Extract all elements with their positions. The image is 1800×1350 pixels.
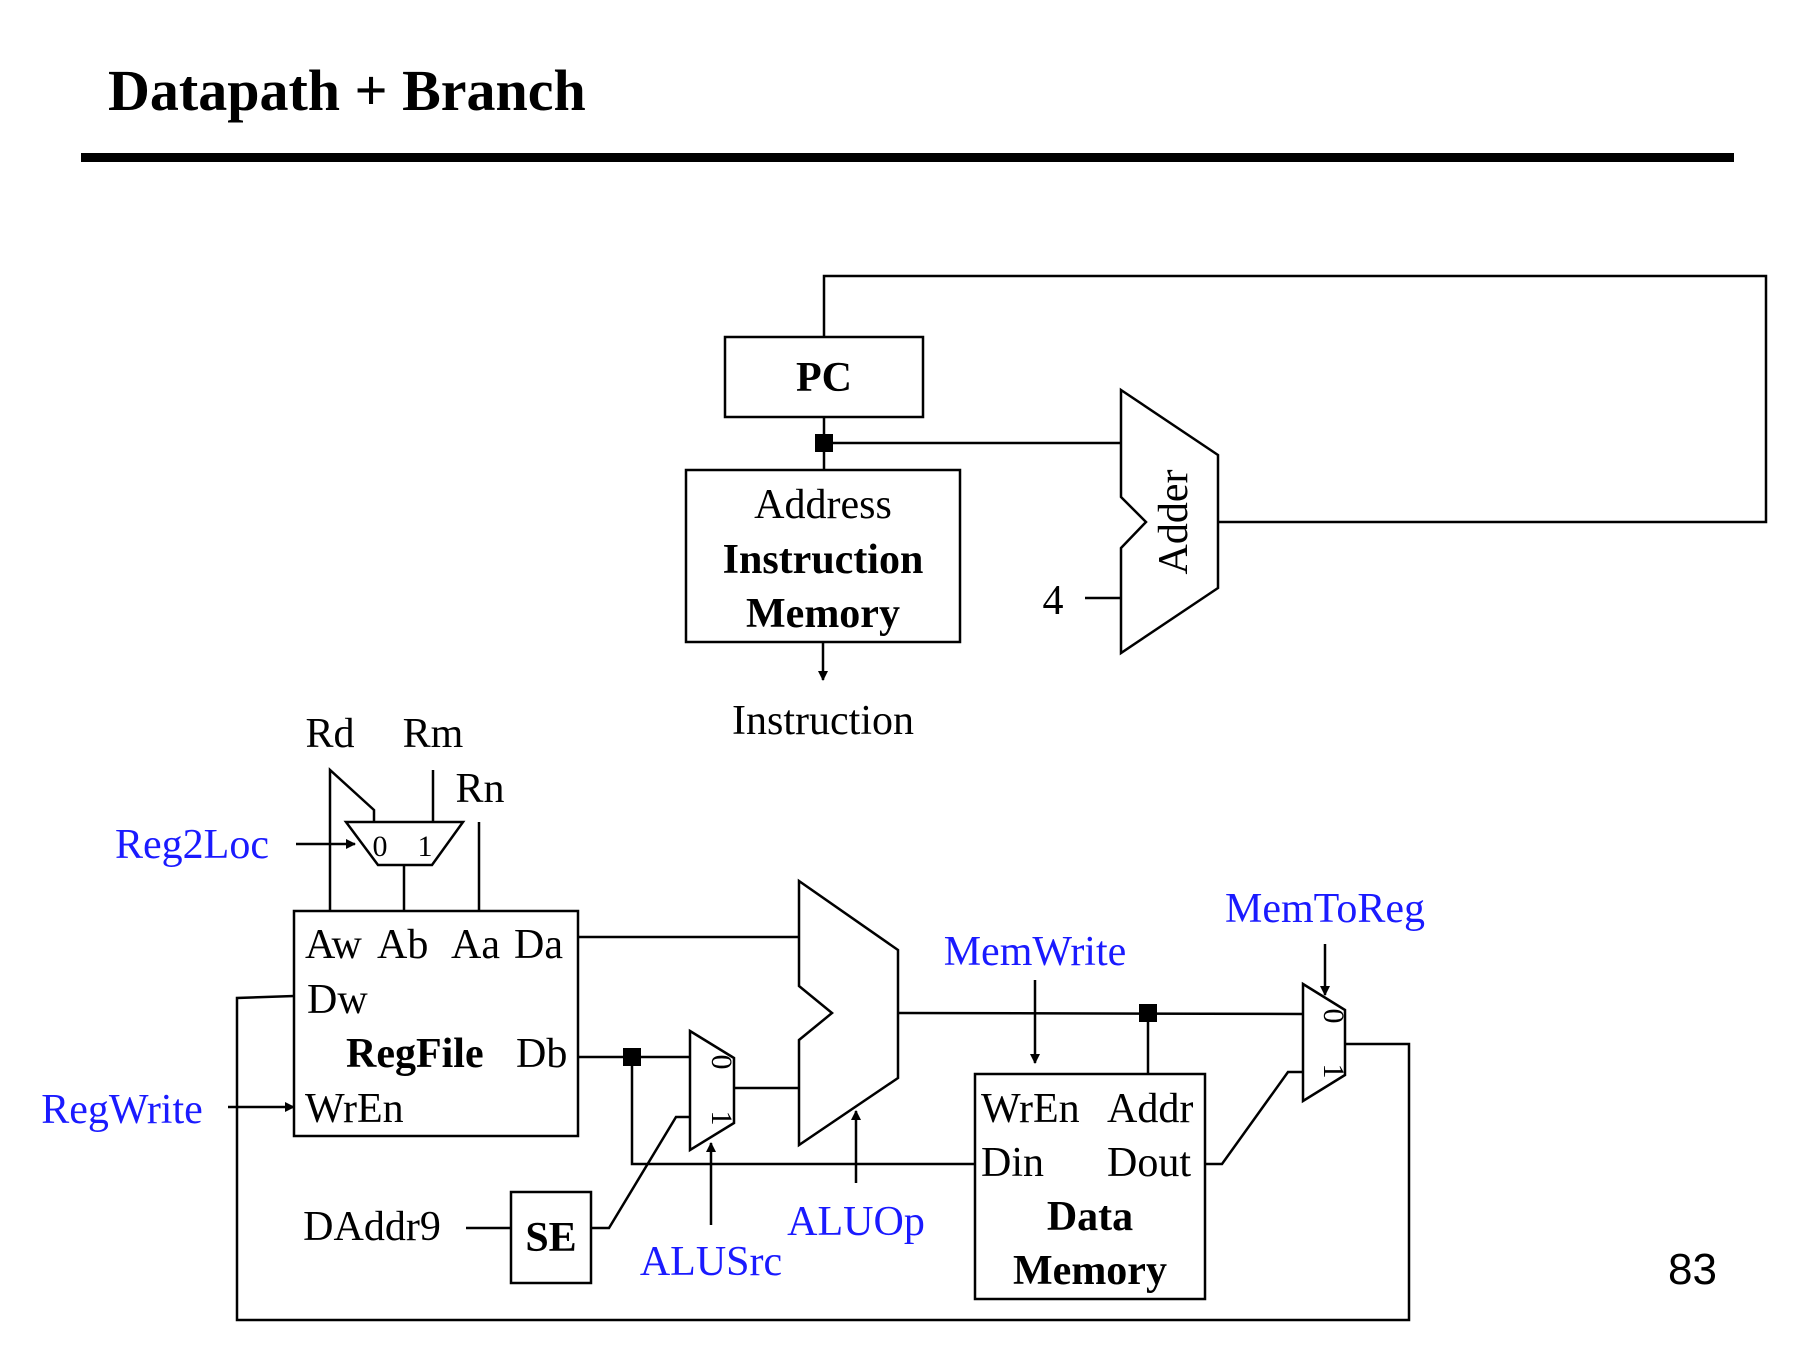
adder-label: Adder	[1151, 470, 1197, 575]
se-label: SE	[525, 1215, 576, 1261]
memtoreg-in1: 1	[1317, 1064, 1350, 1079]
reg2loc-mux: 0 1	[343, 820, 466, 867]
se-to-alusrc-wire	[591, 1115, 690, 1230]
reg2loc-in0: 0	[373, 830, 388, 863]
reg2loc-signal: Reg2Loc	[115, 822, 269, 868]
memwrite-signal: MemWrite	[944, 929, 1127, 975]
register-file: Aw Ab Aa Da Dw RegFile Db WrEn	[292, 909, 580, 1138]
aluop-signal: ALUOp	[787, 1199, 925, 1245]
rd-label: Rd	[305, 711, 354, 757]
instruction-memory: Address Instruction Memory	[684, 468, 962, 644]
reg2loc-in1: 1	[418, 830, 433, 863]
alusrc-mux: 0 1	[688, 1028, 738, 1153]
pc-to-imem-wire	[815, 417, 1121, 470]
writeback-wire	[235, 994, 1411, 1322]
page-number: 83	[1668, 1245, 1717, 1294]
memtoreg-mux: 0 1	[1301, 981, 1350, 1104]
alusrc-in0: 0	[705, 1055, 738, 1070]
pc-adder-loop-wire	[822, 274, 1768, 524]
pc-register: PC	[723, 335, 925, 419]
imem-name-line1: Instruction	[723, 537, 924, 583]
regfile-dw: Dw	[307, 977, 368, 1023]
dmem-dout: Dout	[1107, 1140, 1191, 1186]
slide-title: Datapath + Branch	[108, 58, 586, 123]
alusrc-signal: ALUSrc	[640, 1239, 782, 1285]
rm-label: Rm	[403, 711, 464, 757]
pc-label: PC	[796, 355, 852, 401]
adder-constant-4: 4	[1043, 578, 1064, 624]
dmem-din: Din	[981, 1140, 1044, 1186]
sign-extend-unit: SE	[509, 1190, 593, 1285]
alu	[797, 878, 900, 1148]
dmem-wren: WrEn	[981, 1086, 1080, 1132]
regfile-da: Da	[514, 922, 563, 968]
daddr9-label: DAddr9	[303, 1204, 441, 1250]
alu-result-wire	[897, 1004, 1304, 1074]
rd-wires	[328, 767, 481, 911]
regwrite-signal: RegWrite	[41, 1087, 203, 1133]
data-memory: WrEn Addr Din Dout Data Memory	[973, 1072, 1207, 1301]
dout-to-mux-wire	[1205, 1070, 1303, 1166]
regfile-wren: WrEn	[305, 1086, 404, 1132]
regfile-aa: Aa	[451, 922, 500, 968]
title-rule	[81, 153, 1734, 162]
imem-name-line2: Memory	[746, 591, 900, 637]
regfile-db: Db	[516, 1031, 567, 1077]
pc-adder: Adder	[1119, 387, 1220, 656]
dmem-name-line2: Memory	[1013, 1248, 1167, 1294]
imem-address-label: Address	[754, 482, 892, 528]
regfile-ab: Ab	[377, 922, 428, 968]
dmem-name-line1: Data	[1047, 1194, 1133, 1240]
regfile-name: RegFile	[346, 1031, 484, 1077]
regfile-aw: Aw	[305, 922, 362, 968]
alusrc-in1: 1	[705, 1111, 738, 1126]
instruction-label: Instruction	[732, 698, 914, 744]
memtoreg-signal: MemToReg	[1225, 886, 1425, 932]
db-wires	[578, 1048, 975, 1166]
rn-label: Rn	[455, 766, 504, 812]
memtoreg-in0: 0	[1317, 1009, 1350, 1024]
dmem-addr: Addr	[1107, 1086, 1193, 1132]
